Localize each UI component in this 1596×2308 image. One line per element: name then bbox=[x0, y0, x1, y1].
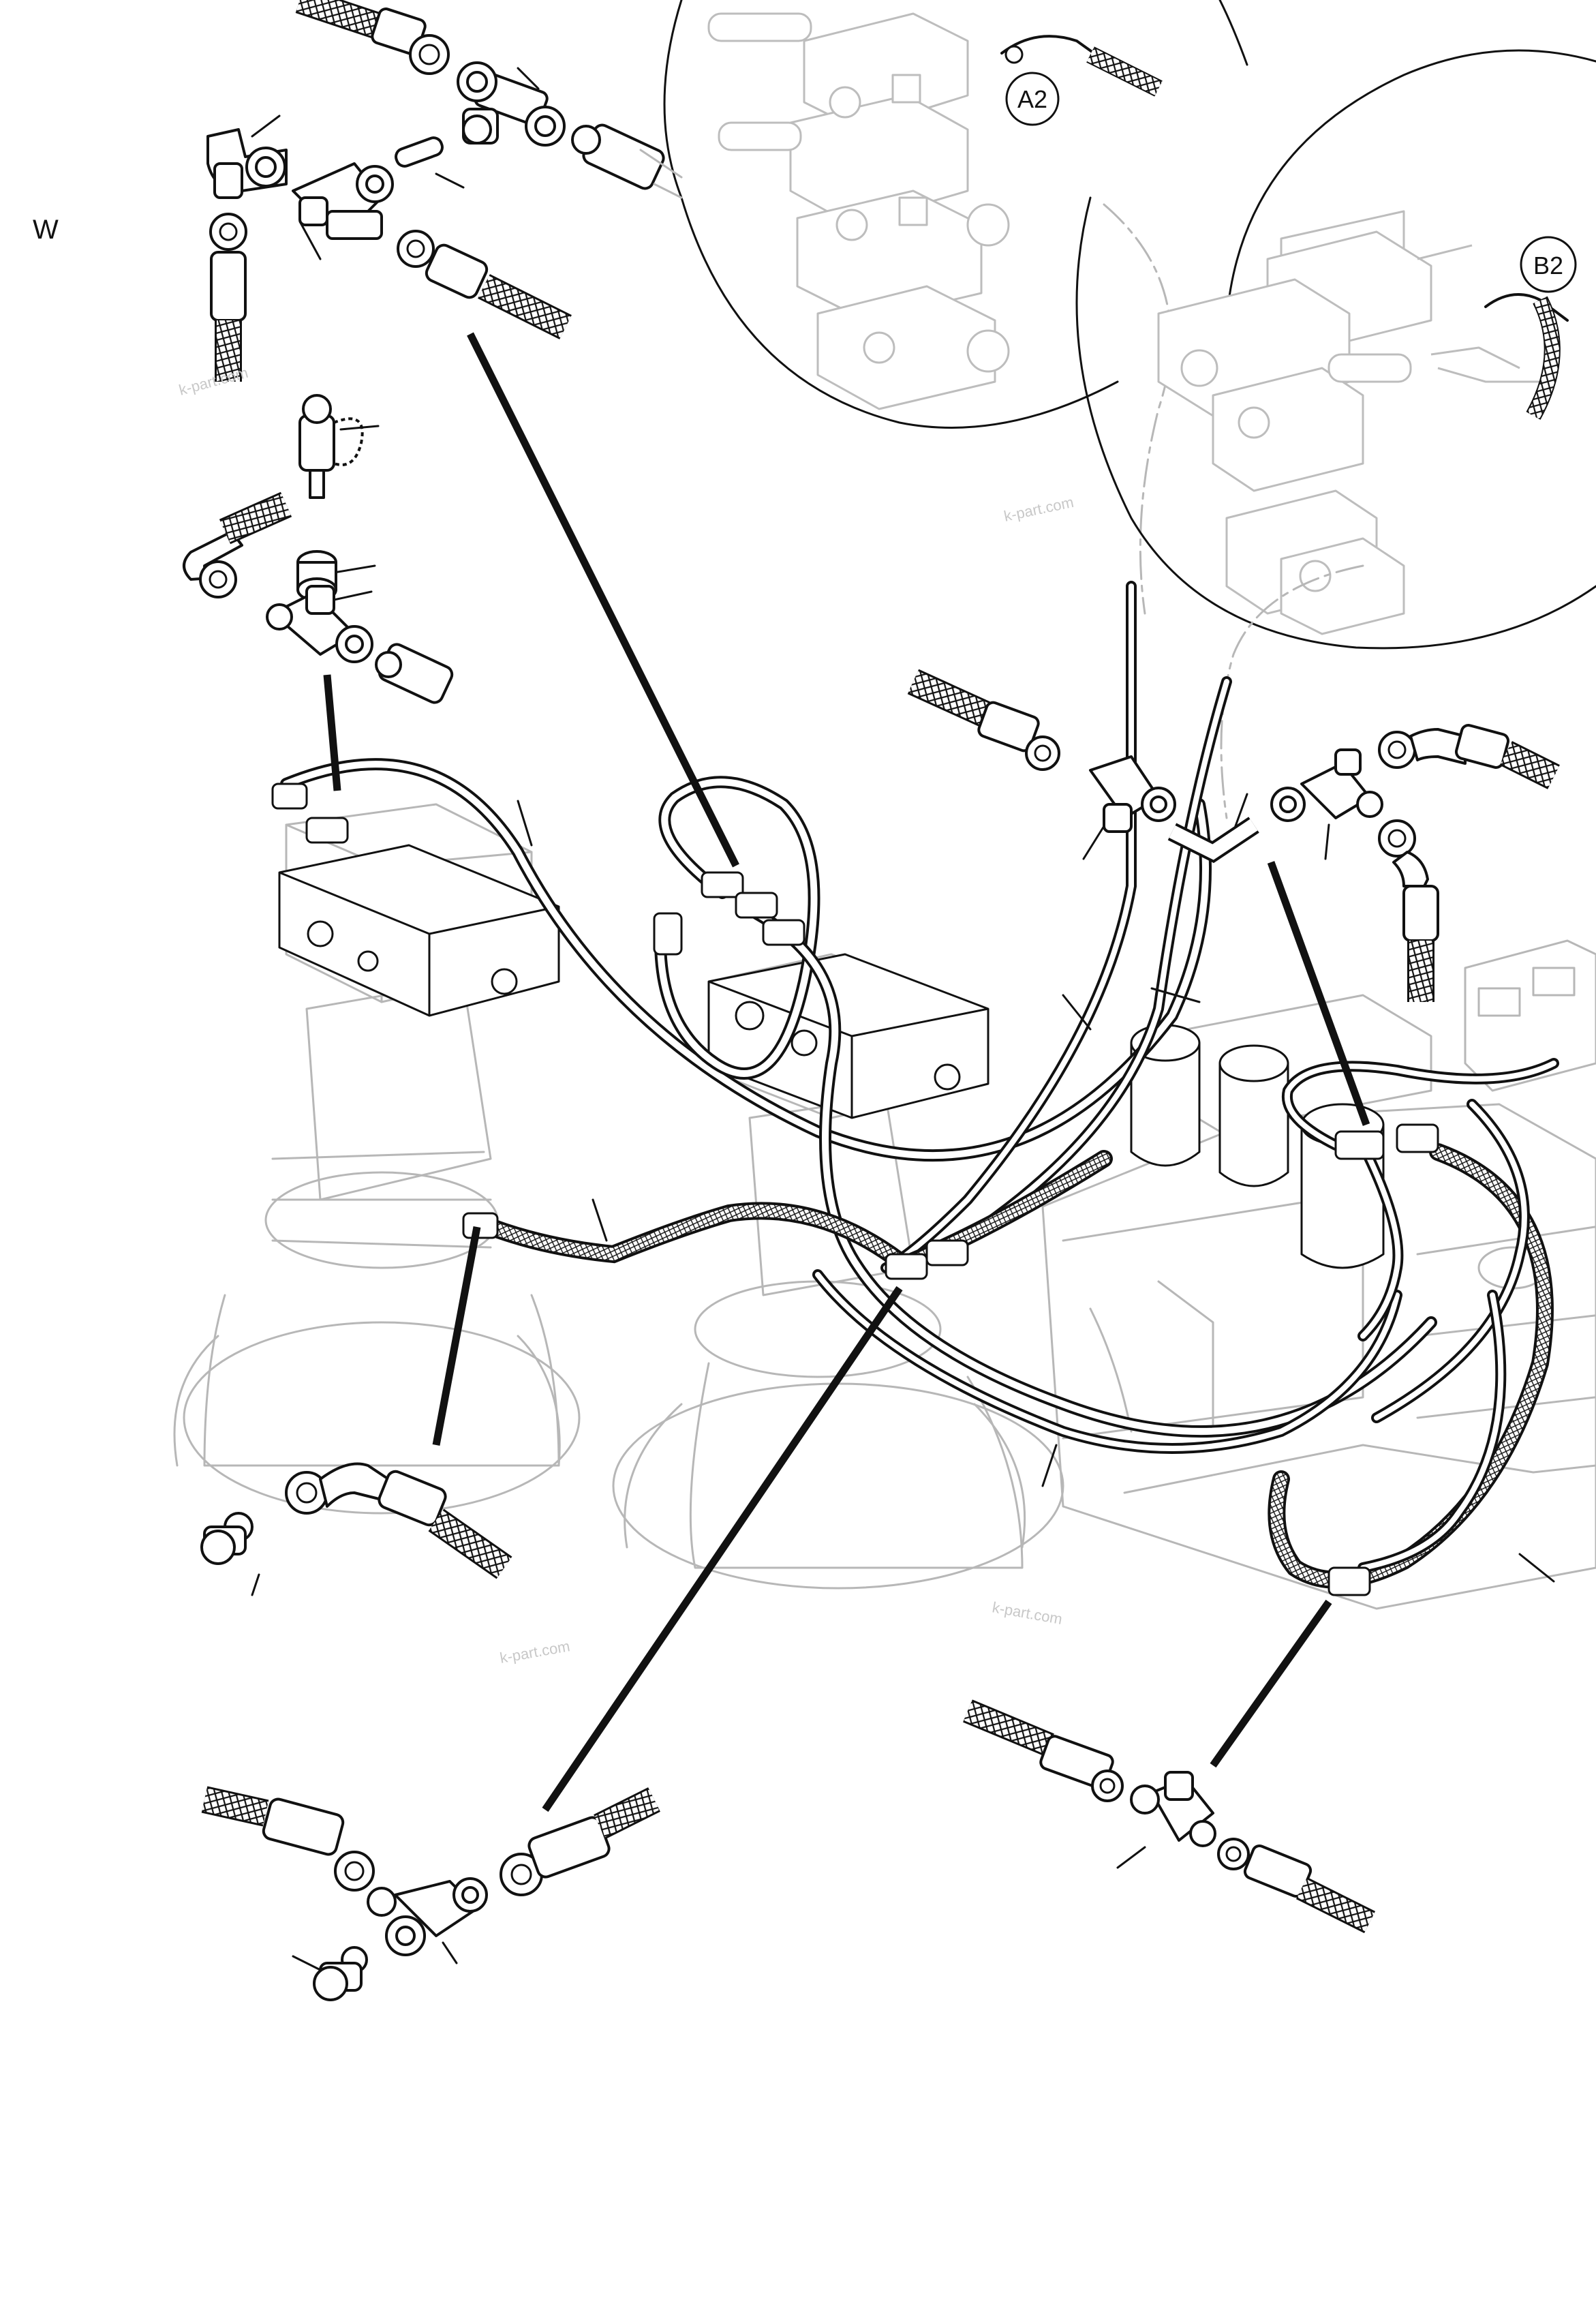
detail-label-b2: B2 bbox=[1533, 252, 1563, 279]
detail-view-b2: B2 bbox=[1075, 49, 1596, 819]
filter-canisters bbox=[1130, 1024, 1385, 1269]
plug-bottom-left bbox=[200, 1512, 254, 1565]
hose-fittings bbox=[271, 783, 1439, 1596]
exploded-hose-top-left bbox=[295, 0, 450, 75]
elbow-hose-right-upper bbox=[1378, 724, 1560, 789]
watermark: k-part.com bbox=[1002, 494, 1075, 525]
check-valve-cap bbox=[298, 394, 364, 499]
leader-lines-thin bbox=[251, 67, 1555, 1971]
watermark: k-part.com bbox=[177, 364, 250, 399]
tee-fitting-right-upper bbox=[1089, 755, 1176, 833]
manifold-block-left bbox=[278, 844, 560, 1017]
manifold-block-center bbox=[707, 953, 989, 1119]
tee-fitting-bottom-center bbox=[367, 1877, 488, 1956]
tee-fitting-left bbox=[266, 585, 373, 663]
tee-fitting-right-upper-2 bbox=[1270, 748, 1383, 822]
bent-tube bbox=[1167, 817, 1259, 864]
elbow-fitting-top bbox=[206, 128, 288, 199]
hose-runs bbox=[280, 581, 1559, 1589]
tee-fitting-top-2 bbox=[292, 162, 394, 240]
tee-fitting-top bbox=[457, 61, 566, 147]
valve-bank-right bbox=[1464, 939, 1596, 1092]
pressure-sensor-top bbox=[571, 123, 683, 199]
leader-lines-thick bbox=[323, 332, 1370, 1812]
hose-left-vertical bbox=[209, 213, 247, 382]
straight-pin bbox=[395, 136, 444, 168]
hose-center-top bbox=[397, 230, 572, 339]
elbow-hose-right-down bbox=[1378, 819, 1439, 1002]
watermark: k-part.com bbox=[499, 1637, 572, 1667]
exploded-hose-bottom-right bbox=[963, 1699, 1124, 1802]
watermark: k-part.com bbox=[991, 1598, 1064, 1628]
hose-bottom-center-right bbox=[500, 1787, 660, 1896]
sensor-left bbox=[375, 643, 454, 704]
elbow-hose-left bbox=[183, 491, 292, 598]
view-label-w: W bbox=[33, 215, 59, 245]
detail-label-a2: A2 bbox=[1017, 85, 1047, 113]
exploded-hose-bottom-center bbox=[201, 1786, 375, 1892]
tee-fitting-bottom-right bbox=[1130, 1771, 1216, 1847]
detail-view-a2: A2 bbox=[663, 0, 1248, 615]
hose-bottom-right-end bbox=[1217, 1838, 1376, 1934]
exploded-hose-right-upper bbox=[907, 669, 1060, 771]
plug-bottom-center bbox=[313, 1946, 368, 2001]
elbow-hose-bottom-left bbox=[285, 1462, 512, 1579]
